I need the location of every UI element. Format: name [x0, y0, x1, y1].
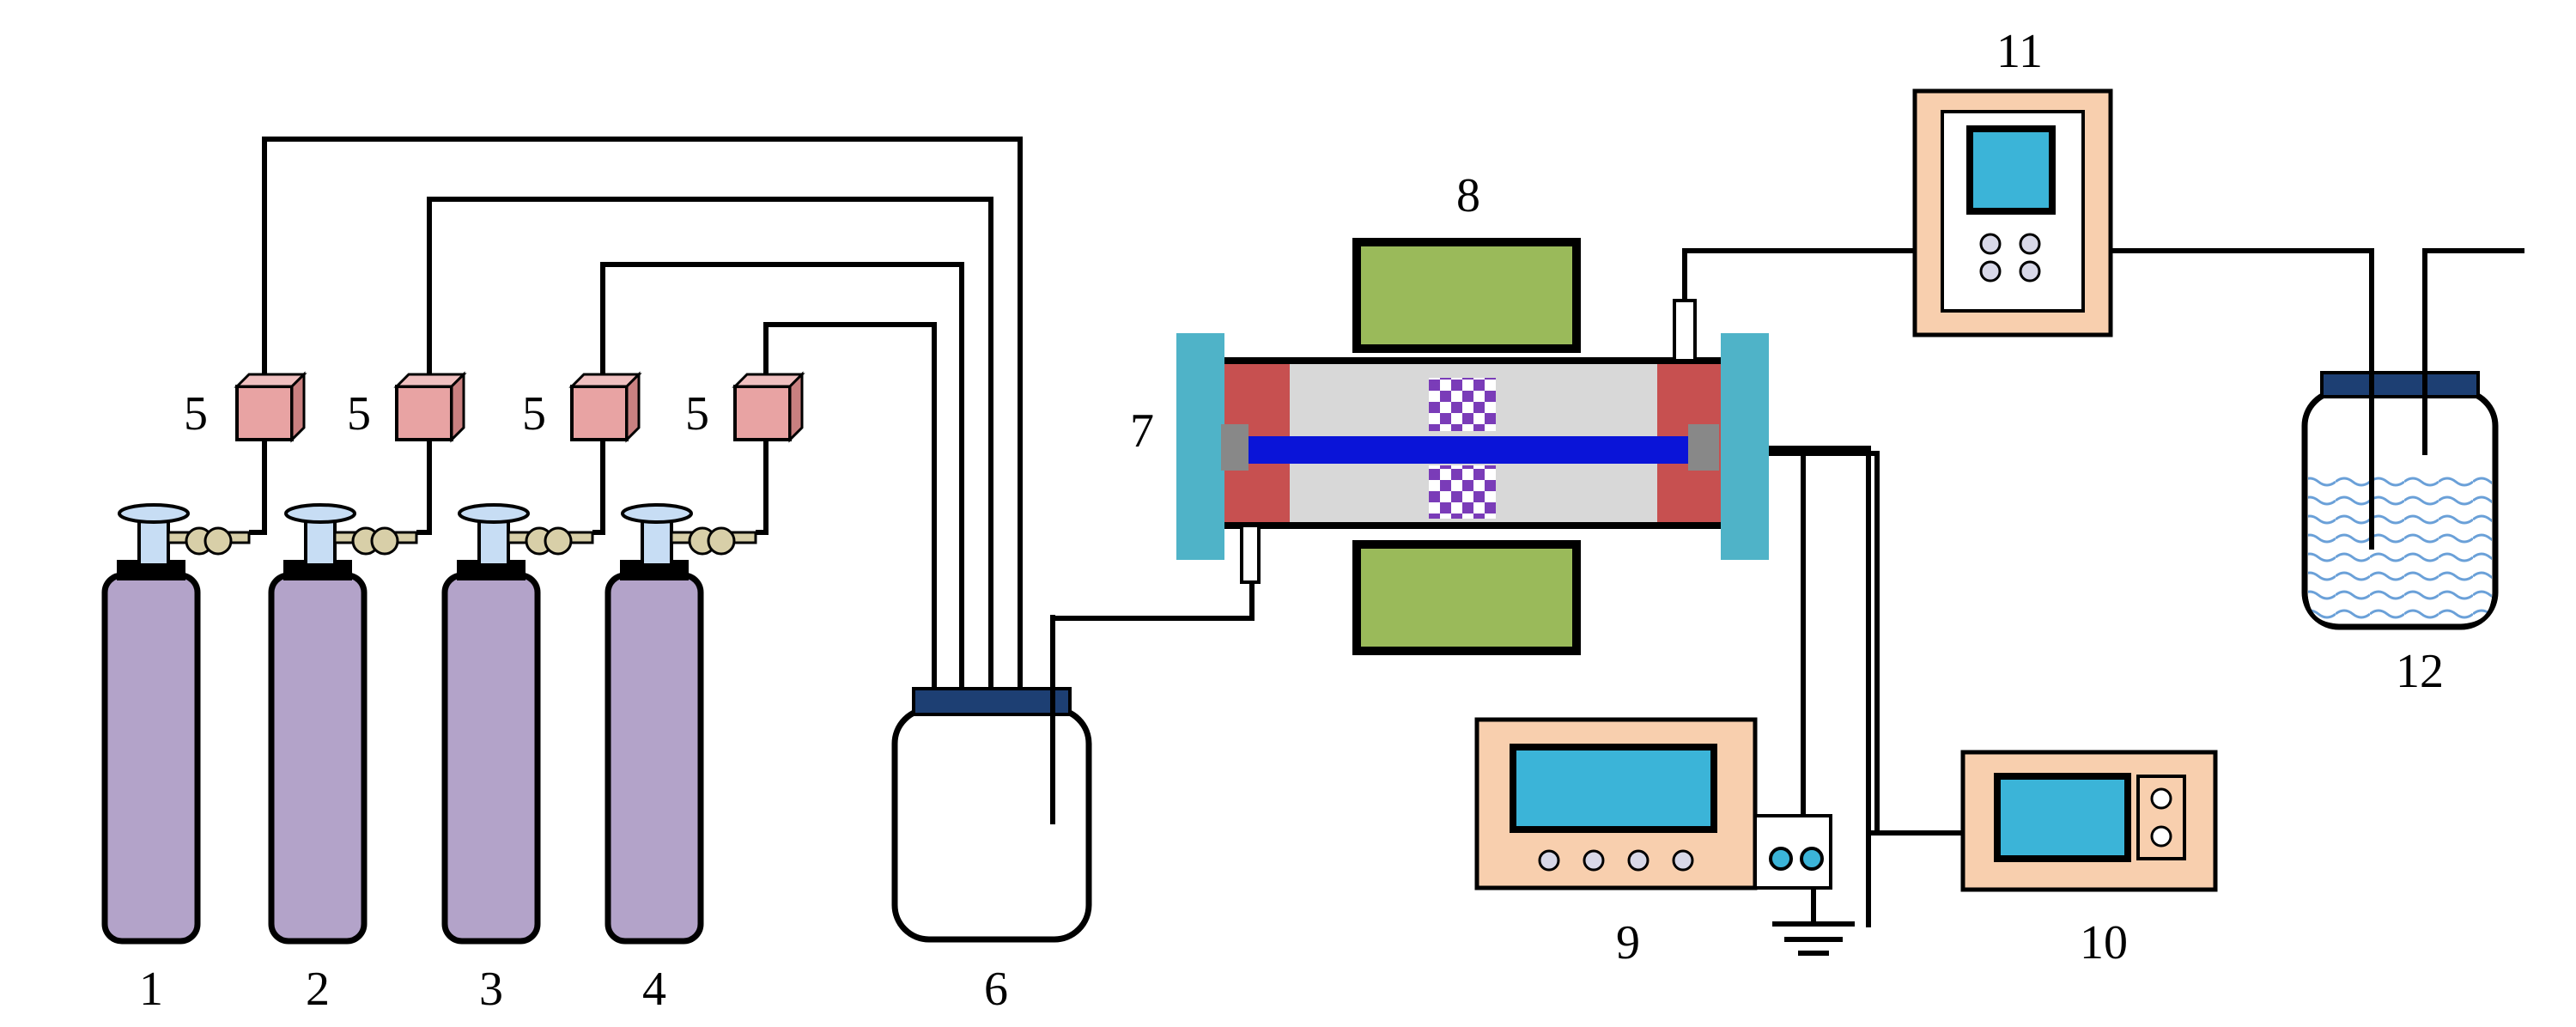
label-mixer: 6	[984, 963, 1008, 1016]
label-mfc-3: 5	[522, 387, 546, 441]
gas-cylinder-1	[101, 503, 251, 945]
label-cylinder-1: 1	[139, 963, 163, 1016]
gas-analyzer	[1912, 88, 2113, 337]
component-labels: 1 2 3 4 5 5 5 5 6 7 8 9 10 11 12	[139, 25, 2444, 1016]
label-magnet: 8	[1456, 169, 1480, 222]
absorption-bottle	[2301, 371, 2499, 630]
label-cylinder-2: 2	[306, 963, 330, 1016]
mass-flow-controller-1	[234, 371, 307, 443]
label-analyzer: 11	[1996, 25, 2043, 78]
label-cylinder-4: 4	[642, 963, 666, 1016]
high-voltage-electrode	[1249, 436, 1688, 464]
gas-mixing-vessel	[891, 615, 1092, 943]
label-mfc-2: 5	[347, 387, 371, 441]
label-mfc-1: 5	[184, 387, 208, 441]
plasma-reactor	[1176, 299, 1769, 584]
magnet-pair	[1352, 238, 1581, 655]
mass-flow-controller-4	[732, 371, 805, 443]
label-reactor: 7	[1130, 404, 1154, 458]
gas-lines	[249, 137, 1023, 902]
label-bottle: 12	[2396, 645, 2444, 698]
ground-symbol	[1772, 921, 1855, 956]
mass-flow-controller-2	[393, 371, 467, 443]
label-meter: 10	[2080, 916, 2128, 969]
label-mfc-4: 5	[685, 387, 709, 441]
measurement-meter	[1960, 750, 2218, 892]
catalyst-bed-lower	[1429, 465, 1496, 519]
gas-cylinder-3	[441, 503, 594, 945]
gas-cylinder-2	[268, 503, 418, 945]
electrical-wiring	[1769, 446, 1963, 927]
mass-flow-controller-3	[568, 371, 642, 443]
power-supply	[1474, 717, 1832, 890]
catalyst-bed-upper	[1429, 378, 1496, 431]
label-cylinder-3: 3	[479, 963, 503, 1016]
gas-cylinder-4	[605, 503, 757, 945]
label-power-supply: 9	[1616, 916, 1640, 969]
